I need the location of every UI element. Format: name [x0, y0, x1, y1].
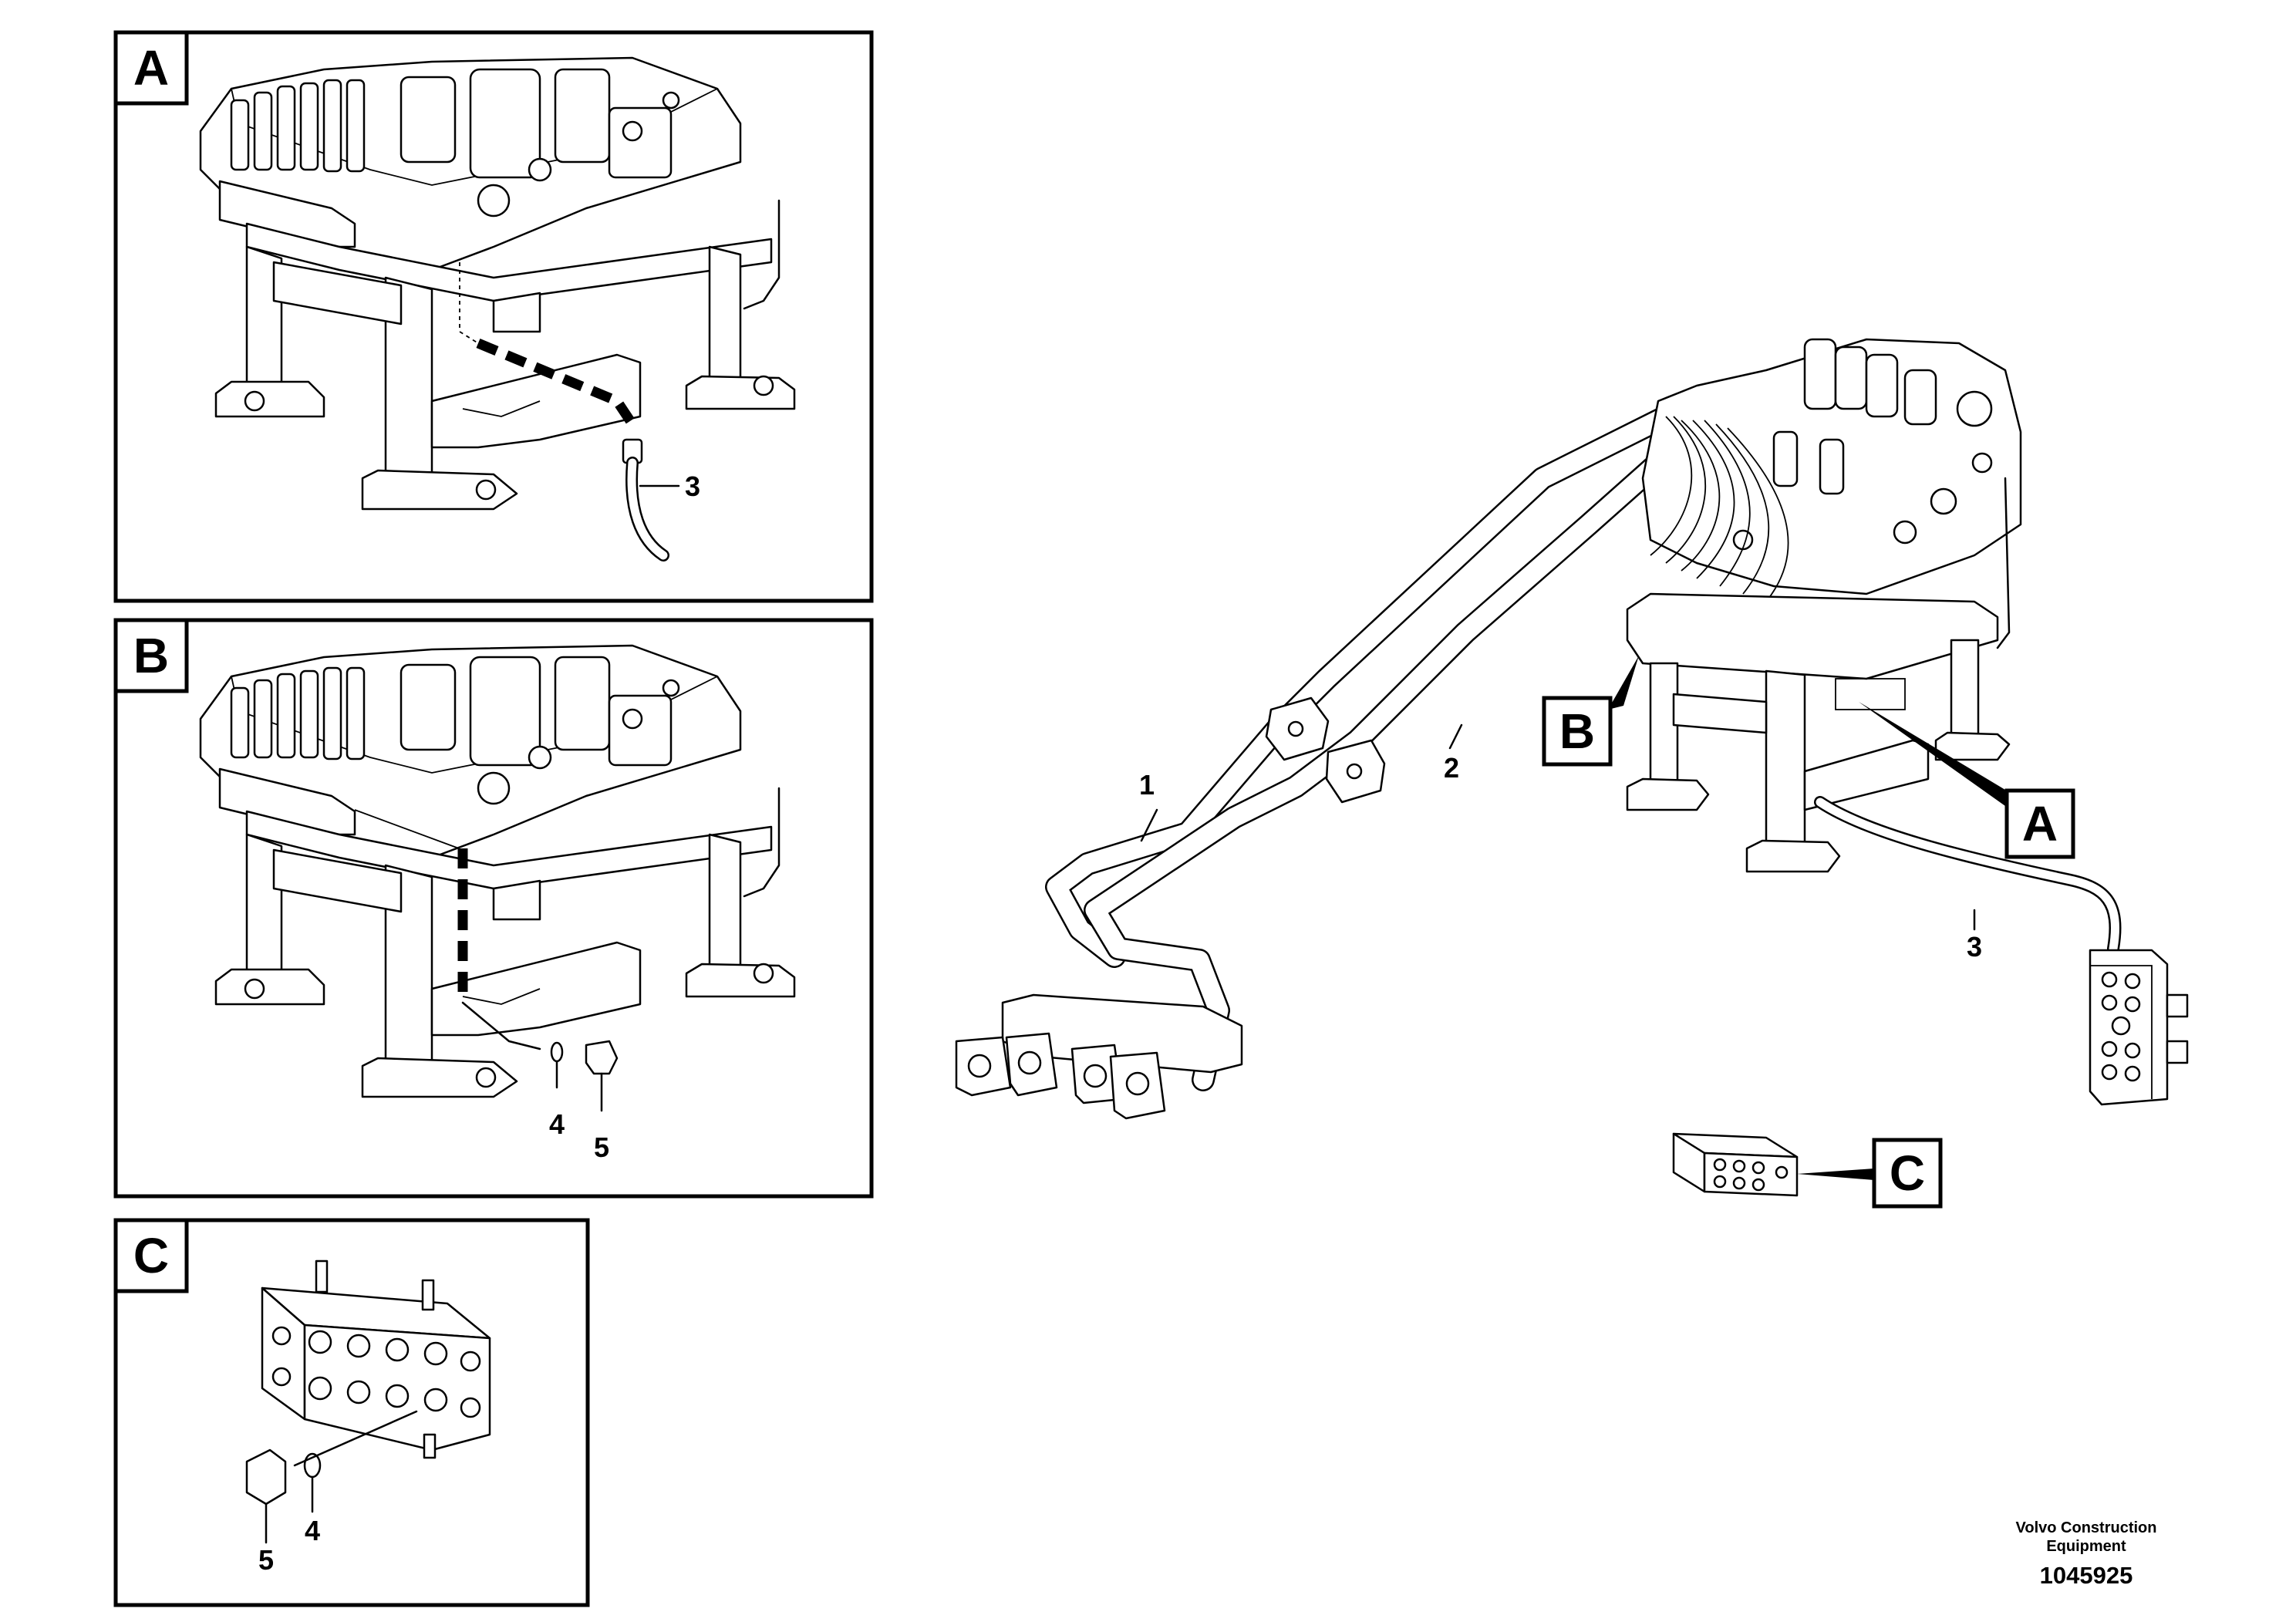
panel-b-label-box [113, 618, 189, 693]
main-assembly-view: 1 2 3 B A C [955, 338, 2189, 1209]
item-4-label-c: 4 [305, 1515, 320, 1546]
panel-c-label-box [113, 1218, 189, 1293]
panel-a-label: A [133, 40, 169, 96]
manufacturer-line-2: Equipment [2046, 1538, 2126, 1555]
item-3-label-main: 3 [1967, 931, 1982, 963]
callout-c: C [1890, 1145, 1925, 1201]
item-5-label-c: 5 [258, 1544, 274, 1576]
callout-b: B [1559, 703, 1595, 759]
detail-panel-b: B 4 5 [113, 618, 874, 1199]
callout-a: A [2022, 796, 2058, 851]
item-3-label-a: 3 [685, 470, 700, 502]
plug-5-b [585, 1040, 619, 1075]
item-2-label: 2 [1444, 752, 1459, 784]
o-ring-4-b [550, 1041, 564, 1063]
item-1-label: 1 [1139, 769, 1155, 801]
item-4-label-b: 4 [549, 1108, 565, 1140]
footer-block: Volvo Construction Equipment 1045925 [2016, 1519, 2157, 1589]
drawing-number: 1045925 [2040, 1562, 2133, 1589]
detail-panel-a: A 3 [113, 30, 874, 603]
panel-a-label-box [113, 30, 189, 106]
panel-c-label: C [133, 1228, 169, 1283]
panel-b-label: B [133, 628, 169, 683]
plug-5-c [245, 1448, 287, 1506]
item-5-label-b: 5 [594, 1131, 609, 1163]
manufacturer-line-1: Volvo Construction [2016, 1519, 2157, 1536]
detail-panel-c: C 5 4 [113, 1218, 590, 1607]
